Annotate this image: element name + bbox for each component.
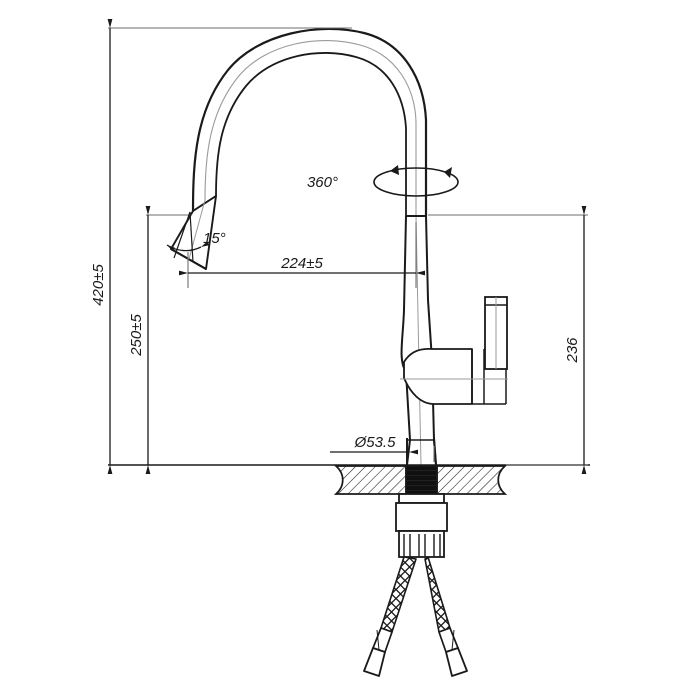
dimension-overall-height: 420±5 [90, 19, 352, 474]
fitting-left [363, 627, 393, 677]
annotation-spray-head-tilt: 15° [166, 211, 226, 263]
fitting-right [438, 627, 468, 677]
handle-hub [400, 347, 508, 405]
dimension-base-diameter: Ø53.5 [330, 434, 435, 462]
hose-right [424, 556, 451, 633]
dimension-label-overall-height: 420±5 [90, 264, 107, 306]
annotation-swivel-angle: 360° [307, 165, 459, 197]
hose-left [380, 556, 417, 633]
annotation-label-spray-head-tilt: 15° [203, 230, 226, 247]
body [400, 215, 437, 466]
dimension-spout-outlet-height: 250±5 [128, 206, 192, 474]
annotation-label-swivel-angle: 360° [307, 174, 338, 191]
dimension-label-spout-outlet-height: 250±5 [128, 314, 145, 357]
dimension-body-height: 236 [428, 206, 588, 474]
dimension-spout-reach: 224±5 [179, 222, 425, 288]
dimension-label-body-height: 236 [564, 337, 581, 364]
dimension-label-spout-reach: 224±5 [280, 255, 323, 272]
handle [484, 296, 508, 370]
mounting-nut [395, 493, 448, 558]
deck [108, 464, 590, 495]
gooseneck [191, 27, 428, 218]
dimension-label-base-diameter: Ø53.5 [354, 434, 397, 451]
